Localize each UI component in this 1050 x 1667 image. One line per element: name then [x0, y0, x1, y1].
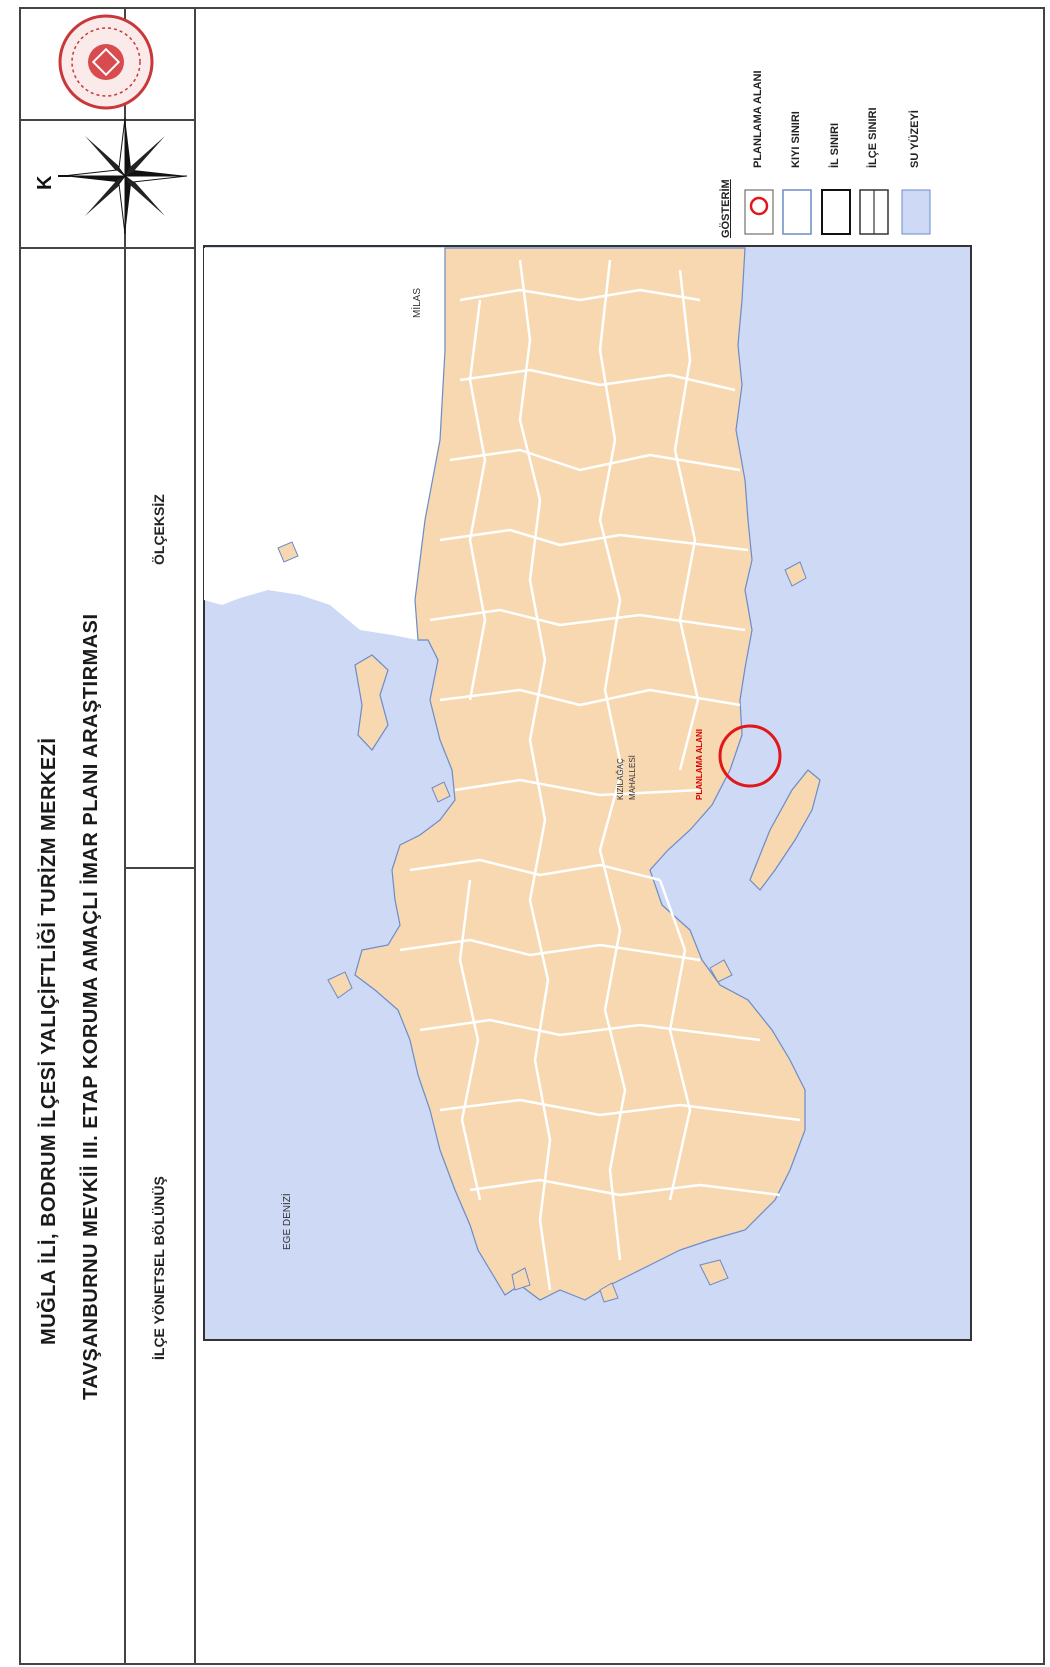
- island-small-2: [511, 1267, 531, 1291]
- outer-frame: [19, 7, 1045, 1665]
- island-large: [749, 769, 821, 891]
- legend-title: GÖSTERİM: [720, 179, 732, 238]
- outside-area: [204, 248, 445, 640]
- town-label-line-2: MAHALLESİ: [628, 755, 637, 800]
- milas-label: MİLAS: [412, 287, 423, 318]
- planning-area-label: PLANLAMA ALANI: [695, 729, 704, 800]
- planning-area-marker: [718, 724, 782, 788]
- legend-item-water-surface: SU YÜZEYİ: [909, 110, 921, 168]
- map-subject-label: İLÇE YÖNETSEL BÖLÜNÜŞ: [151, 1176, 167, 1360]
- north-letter: K: [34, 175, 56, 190]
- map-title-line-2: TAVŞANBURNU MEVKİİ III. ETAP KORUMA AMAÇ…: [80, 613, 102, 1400]
- scale-label: ÖLÇEKSİZ: [151, 494, 167, 565]
- ministry-seal-icon: [58, 14, 154, 110]
- island-small-8: [277, 541, 299, 563]
- legend-symbols: [744, 189, 931, 235]
- island-small-4: [699, 1259, 729, 1286]
- legend-item-planning-area: PLANLAMA ALANI: [752, 70, 764, 168]
- island-small-6: [709, 959, 733, 983]
- island-mid: [354, 654, 389, 751]
- town-label-line-1: KIZILAĞAÇ: [616, 758, 625, 800]
- island-small-5: [784, 561, 807, 587]
- legend-item-district-border: İLÇE SINIRI: [867, 107, 879, 168]
- island-small-1: [327, 971, 353, 999]
- legend-item-province-border: İL SINIRI: [829, 122, 841, 168]
- district-borders: [399, 259, 801, 1291]
- island-small-3: [599, 1282, 619, 1303]
- island-small-7: [431, 781, 451, 803]
- north-arrow-icon: [62, 117, 188, 235]
- map-title-line-1: MUĞLA İLİ, BODRUM İLÇESİ YALIÇİFTLİĞİ TU…: [38, 737, 60, 1345]
- ege-denizi-label: EGE DENİZİ: [282, 1193, 293, 1250]
- land-mass: [354, 247, 806, 1301]
- legend-item-coast-line: KIYI SINIRI: [790, 111, 802, 168]
